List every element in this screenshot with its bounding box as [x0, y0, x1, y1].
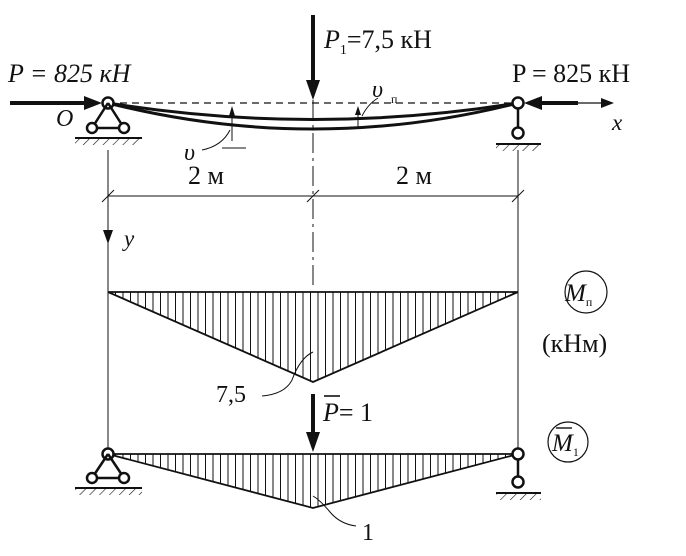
p1-load-label: P1=7,5 кН — [323, 25, 432, 58]
mp-diagram: 7,5 Mп (кНм) — [107, 270, 608, 408]
unit-force-label: P= 1 — [322, 398, 373, 427]
m1-label-circle — [547, 421, 589, 463]
m1-hatching — [115, 454, 514, 508]
mp-diagram-outline — [107, 291, 519, 383]
bottom-left-pin-support — [75, 447, 142, 495]
left-span-dimension: 2 м — [188, 161, 224, 190]
vn-leader — [361, 97, 379, 117]
mp-label-circle — [564, 270, 608, 314]
y-axis-label: y — [122, 226, 135, 251]
m1-peak-value: 1 — [362, 520, 374, 546]
v-label: υ — [184, 140, 195, 166]
deflection-curve-total — [107, 101, 519, 131]
origin-label: O — [56, 106, 73, 132]
dimension-lines: 2 м 2 м — [101, 150, 525, 456]
v-leader — [201, 129, 231, 151]
right-axial-force-label: P = 825 кН — [512, 59, 630, 88]
right-span-dimension: 2 м — [396, 161, 432, 190]
vn-subscript: п — [391, 92, 398, 106]
mp-unit: (кНм) — [542, 329, 607, 358]
m1-label: M1 — [551, 430, 579, 459]
beam-section: x υ υ п P = 825 кН P = 825 кН P1=7,5 кН — [7, 15, 630, 290]
mp-label: Mп — [564, 280, 593, 309]
x-axis-arrow — [601, 98, 614, 108]
right-roller-support — [496, 96, 541, 151]
left-pin-support — [75, 96, 142, 145]
unit-force: P= 1 — [306, 394, 373, 452]
y-axis: y — [103, 198, 135, 251]
vn-label: υ — [372, 77, 383, 103]
x-axis-label: x — [611, 110, 623, 135]
m1-diagram-outline — [107, 453, 519, 509]
mp-peak-leader — [261, 351, 314, 397]
mp-hatching — [115, 292, 514, 381]
bottom-right-roller-support — [496, 447, 541, 500]
m1-diagram: 1 M1 — [75, 421, 589, 546]
m1-peak-leader — [312, 495, 357, 527]
mp-peak-value: 7,5 — [216, 382, 246, 408]
left-axial-force-label: P = 825 кН — [7, 59, 132, 88]
